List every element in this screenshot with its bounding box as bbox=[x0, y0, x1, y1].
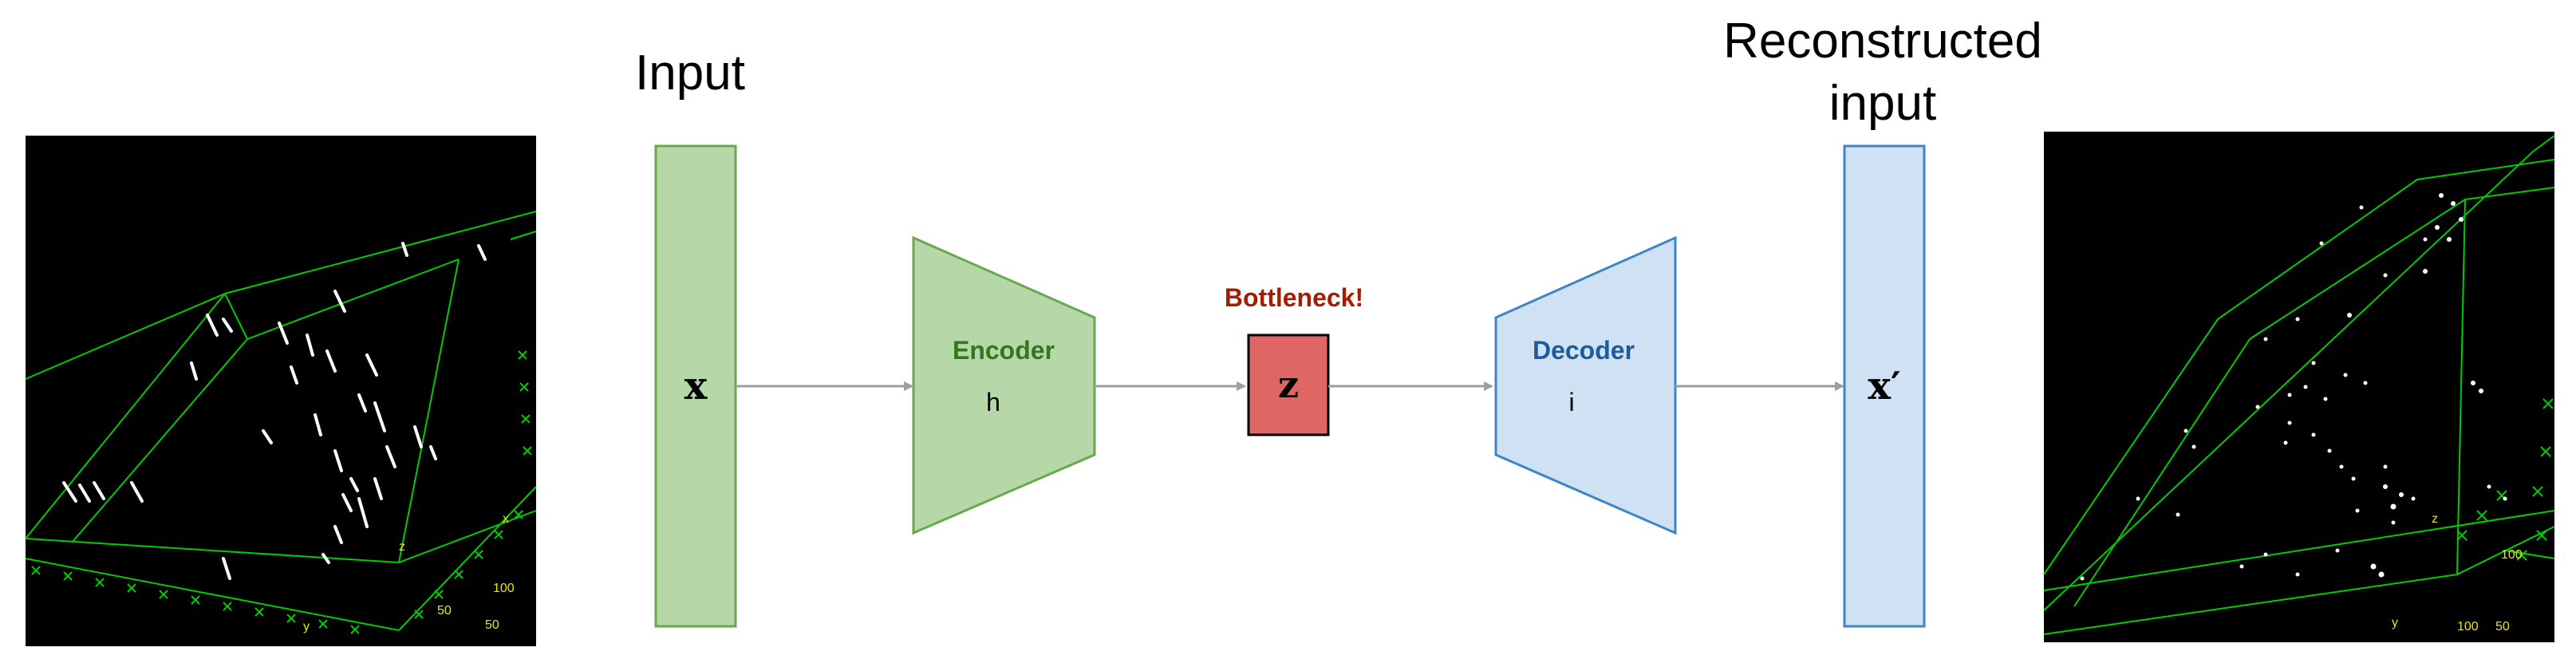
input-tick-50a: 50 bbox=[437, 604, 452, 618]
output-tick-50: 50 bbox=[2495, 620, 2510, 634]
input-title: Input bbox=[635, 45, 745, 101]
latent-z-block bbox=[1247, 334, 1330, 436]
input-plot-tick-labels: y x z 100 50 50 bbox=[303, 512, 515, 634]
latent-z-symbol: z bbox=[1278, 363, 1299, 406]
bottleneck-label: Bottleneck! bbox=[1225, 283, 1363, 312]
input-axis-z-label: z bbox=[399, 540, 405, 554]
input-vector-bar bbox=[654, 144, 737, 628]
input-x-symbol: x bbox=[684, 364, 708, 409]
encoder-block bbox=[912, 235, 1096, 535]
output-tick-100b: 100 bbox=[2457, 620, 2479, 634]
input-axis-y-label: y bbox=[303, 620, 310, 634]
input-tick-100: 100 bbox=[493, 582, 515, 595]
output-tick-100a: 100 bbox=[2501, 548, 2523, 562]
decoder-label: Decoder bbox=[1533, 336, 1635, 365]
encoder-label: Encoder bbox=[953, 336, 1055, 365]
output-title-line1: Reconstructed bbox=[1723, 14, 2042, 69]
input-tick-50b: 50 bbox=[485, 618, 499, 632]
output-x-prime-symbol: x′ bbox=[1868, 364, 1900, 409]
output-axis-z-label: z bbox=[2432, 512, 2438, 526]
input-event-display: y x z 100 50 50 bbox=[25, 136, 537, 646]
encoder-h-label: h bbox=[986, 388, 1000, 416]
output-vector-bar bbox=[1843, 144, 1926, 628]
input-plot-background bbox=[26, 136, 536, 646]
input-plot-hits bbox=[62, 242, 487, 580]
output-plot-background bbox=[2044, 132, 2554, 642]
decoder-block bbox=[1494, 235, 1677, 535]
output-title-line2: input bbox=[1829, 76, 1936, 131]
output-plot-axis-ticks bbox=[2456, 398, 2554, 561]
input-plot-axis-ticks bbox=[31, 350, 532, 634]
output-plot-frame bbox=[2043, 135, 2555, 635]
reconstructed-event-display: y z 100 100 50 bbox=[2043, 132, 2555, 642]
output-plot-tick-labels: y z 100 100 50 bbox=[2392, 512, 2523, 634]
output-plot-hits bbox=[2080, 193, 2507, 581]
decoder-i-label: i bbox=[1568, 388, 1574, 416]
output-axis-y-label: y bbox=[2392, 616, 2398, 630]
input-axis-x-label: x bbox=[503, 512, 509, 526]
input-plot-frame bbox=[25, 211, 537, 631]
